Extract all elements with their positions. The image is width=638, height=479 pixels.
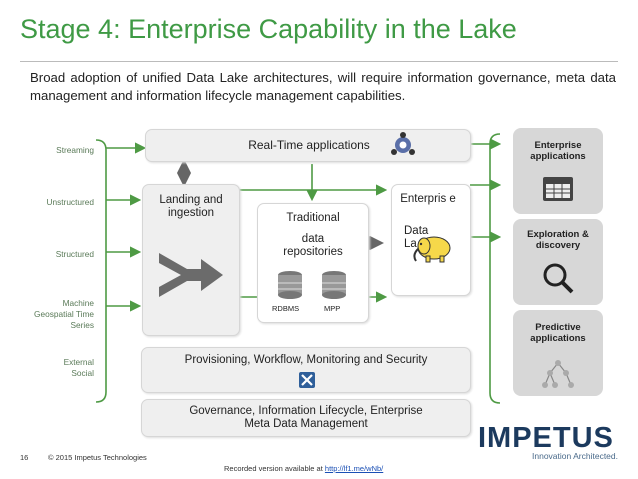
elephant-icon [413,236,451,263]
database-icon [278,271,302,299]
logo-wordmark: IMPETUS [478,422,614,454]
calendar-icon [543,177,573,201]
traditional-subtitle: data repositories [283,233,343,258]
magnifier-icon [543,263,574,294]
page-title: Stage 4: Enterprise Capability in the La… [20,14,517,44]
enterprise-lake-sublabel: Data La [404,225,429,250]
governance-label: Governance, Information Lifecycle, Enter… [189,405,423,430]
source-unstructured: Unstructured [46,197,95,207]
enterprise-lake-box: Enterpris e Data La [391,184,471,296]
copyright: © 2015 Impetus Technologies [48,453,147,462]
recorded-link[interactable]: http://lf1.me/wNb/ [324,464,384,473]
governance-box: Governance, Information Lifecycle, Enter… [141,399,471,437]
exploration-label: Exploration & discovery [527,229,589,251]
recorded-text: Recorded version available at [224,464,325,473]
landing-label: Landing and ingestion [159,194,223,219]
realtime-box: Real-Time applications [145,129,471,162]
source-external: External Social [63,357,94,378]
source-machine: Machine Geospatial Time Series [34,298,94,330]
provisioning-label: Provisioning, Workflow, Monitoring and S… [184,354,428,366]
tools-icon [299,372,315,388]
source-streaming: Streaming [56,145,94,155]
logo-tagline: Innovation Architected. [532,451,619,461]
enterprise-lake-label: Enterpris e [400,193,456,205]
network-icon [391,132,415,155]
predictive-label: Predictive applications [530,322,586,344]
predictive-panel: Predictive applications [513,310,603,396]
enterprise-apps-label: Enterprise applications [530,140,586,162]
page-number: 16 [20,453,29,462]
landing-box: Landing and ingestion [142,184,240,336]
rdbms-label: RDBMS [272,304,300,313]
recorded-note: Recorded version available at http://lf1… [224,464,383,473]
mpp-label: MPP [324,304,341,313]
provisioning-box: Provisioning, Workflow, Monitoring and S… [141,347,471,393]
intro-text: Broad adoption of unified Data Lake arch… [30,70,616,103]
merge-arrow-icon [159,253,223,297]
source-structured: Structured [55,249,94,259]
traditional-box: Traditional data repositories RDBMS MPP [257,203,369,323]
exploration-panel: Exploration & discovery [513,219,603,305]
enterprise-apps-panel: Enterprise applications [513,128,603,214]
tree-icon [542,360,574,388]
impetus-logo: IMPETUS Innovation Architected. [478,423,624,465]
realtime-label: Real-Time applications [248,138,370,152]
title-divider [20,61,618,62]
traditional-title: Traditional [286,212,340,224]
database-icon [322,271,346,299]
